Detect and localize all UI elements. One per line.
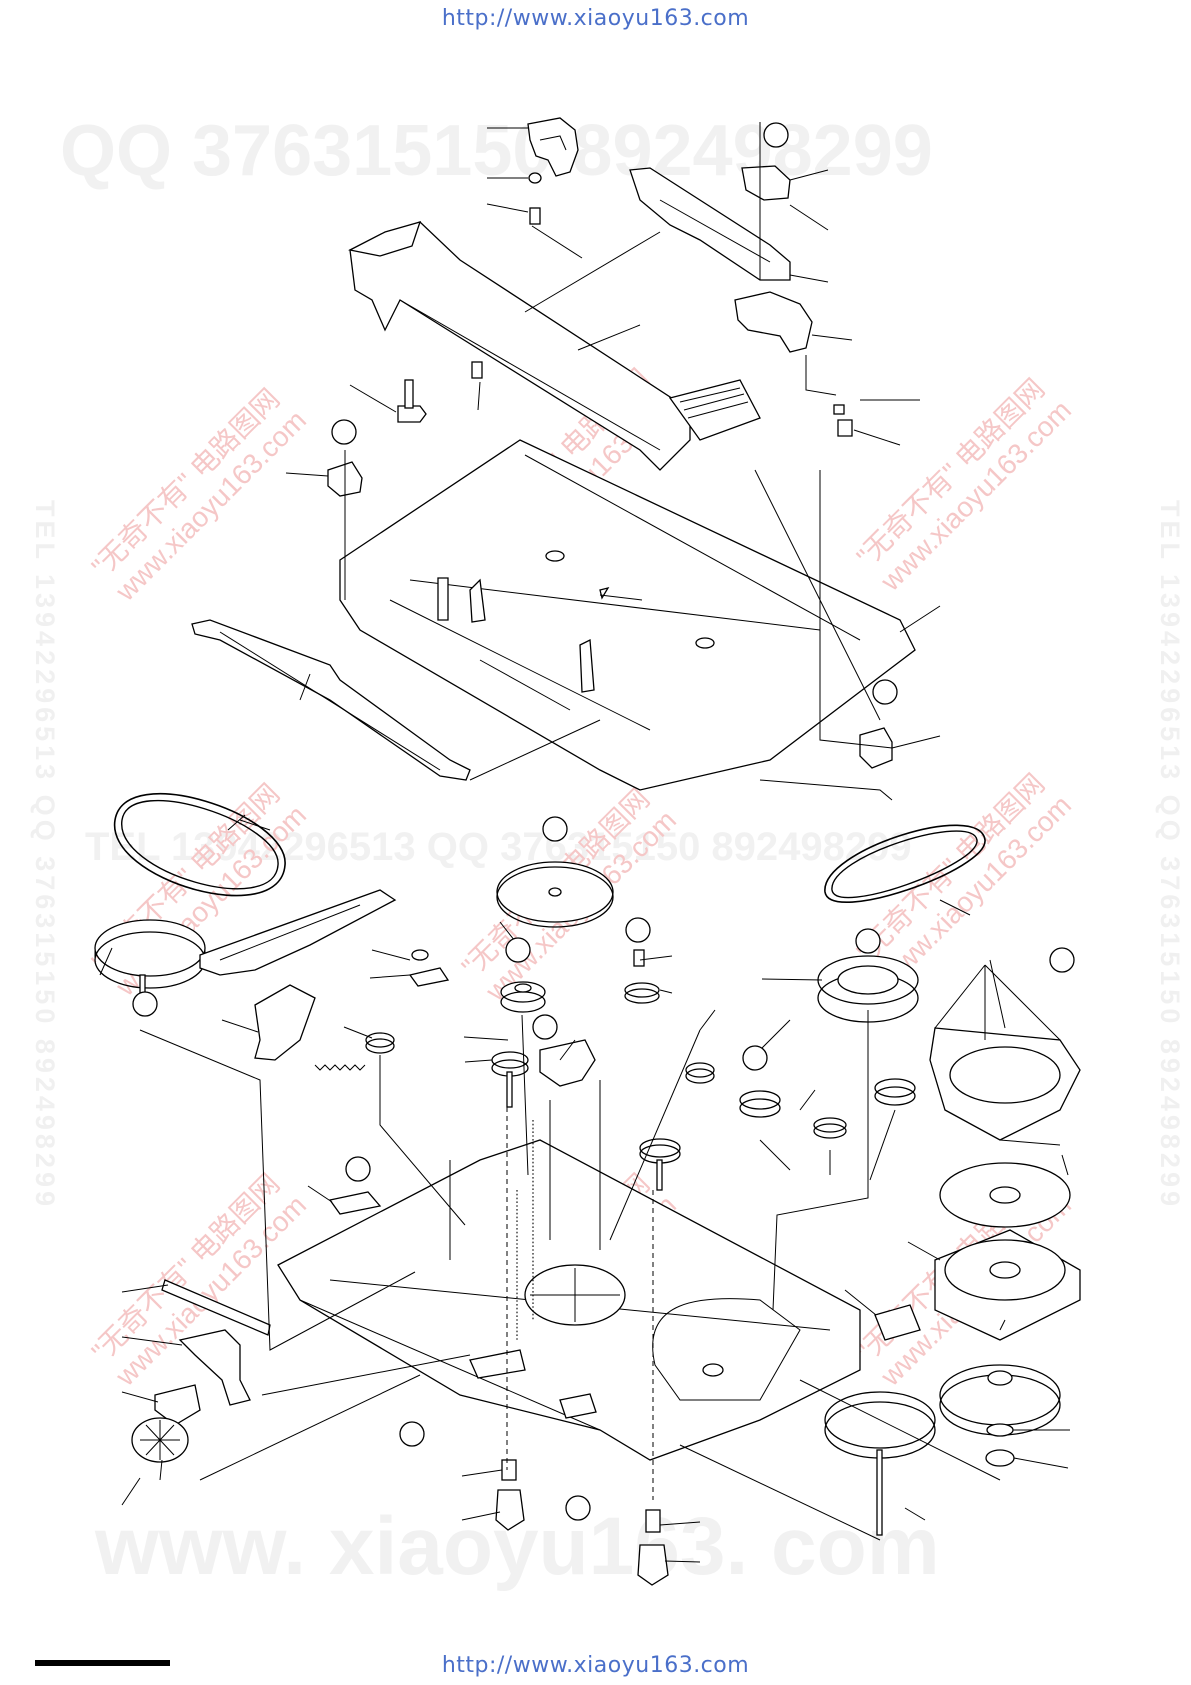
footer-rule (35, 1660, 170, 1666)
bottom-cap-right (637, 1544, 669, 1586)
upper-mechanism-group (191, 117, 941, 831)
left-slider-bar (191, 619, 471, 781)
lever-left (199, 889, 397, 976)
right-switch (859, 727, 893, 769)
gear-mid-2 (491, 1051, 529, 1108)
motor-bracket (929, 1027, 1081, 1141)
gear-right-3 (739, 1090, 781, 1118)
left-bar-lower (161, 1279, 271, 1336)
gear-right-2 (685, 1062, 715, 1084)
tension-spring (314, 1064, 366, 1071)
lower-mechanism-group (94, 793, 1081, 1586)
bottom-cap-left (495, 1489, 525, 1531)
gear-right-5 (874, 1078, 916, 1106)
mid-spring (471, 361, 483, 379)
bottom-spring-right (645, 1509, 661, 1533)
left-lever-lower (178, 1329, 251, 1406)
pinch-part (408, 967, 450, 987)
small-spring-top (529, 207, 541, 225)
right-spring (837, 419, 853, 437)
gear-mid-3 (365, 1032, 395, 1054)
left-drive-belt (114, 793, 286, 897)
right-bracket-upper (741, 165, 791, 201)
small-screw-cap (528, 172, 542, 184)
left-cam-arm (154, 1384, 201, 1426)
bushing (985, 1449, 1015, 1467)
reel-belt-area (652, 1298, 801, 1401)
callout-circles (132, 122, 1075, 1521)
gear-shaft-center (639, 1138, 681, 1191)
bottom-spring-left (501, 1459, 517, 1481)
gear-mid-1 (500, 981, 546, 1013)
lever-small-1 (254, 984, 316, 1061)
center-spring (633, 949, 645, 967)
top-clamp-part (527, 117, 579, 177)
long-chassis-bar (349, 221, 691, 471)
connector (874, 1304, 921, 1341)
right-drive-belt (824, 824, 986, 903)
gear-right-4 (813, 1117, 847, 1139)
watermark-tel-mid: TEL 13942296513 QQ 376315150 892498299 (85, 825, 912, 869)
header-url[interactable]: http://www.xiaoyu163.com (441, 6, 750, 31)
left-pin (397, 405, 427, 423)
main-chassis-plate (339, 439, 916, 791)
arm-bracket (539, 1039, 596, 1087)
right-bracket-lower (734, 291, 813, 353)
gear-right-1 (624, 982, 660, 1004)
footer-url[interactable]: http://www.xiaoyu163.com (441, 1653, 750, 1678)
lever-small-2 (328, 1191, 382, 1215)
ring-washer (986, 1423, 1014, 1437)
